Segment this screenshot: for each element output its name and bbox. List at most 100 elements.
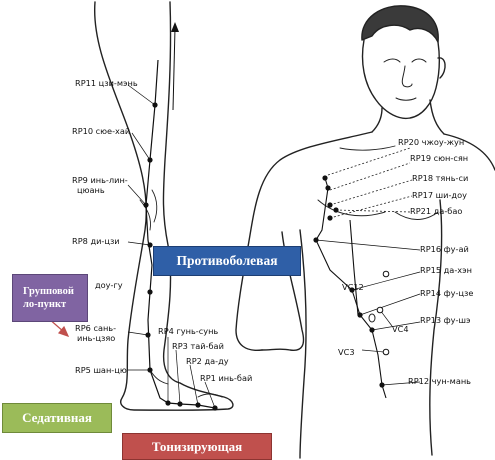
leader-rp12 — [381, 381, 421, 386]
rib-2 — [329, 162, 411, 191]
pectoral-right — [394, 211, 439, 220]
leg-labels: RP11 цзи-мэнь RP10 сюе-хай RP9 инь-лин- … — [72, 78, 252, 383]
point-vc4 — [376, 306, 384, 314]
arrow-head-icon — [171, 22, 179, 32]
leader-rp1 — [204, 381, 216, 409]
torso-right-side — [429, 199, 443, 456]
neck-left — [371, 107, 383, 133]
box-sedativnaya-text: Седативная — [22, 410, 92, 425]
point-rp17 — [327, 215, 333, 221]
label-rp8: RP8 ди-цзи — [72, 236, 120, 246]
rib-5 — [335, 209, 411, 213]
mouth — [395, 97, 417, 101]
point-vc3 — [382, 348, 390, 356]
head-contour — [361, 39, 441, 120]
box-sedativnaya: Седативная — [2, 403, 112, 433]
leader-rp10 — [131, 132, 151, 161]
label-rp3: RP3 тай-бай — [172, 341, 224, 351]
hair — [361, 5, 439, 43]
man-figure — [235, 5, 495, 459]
point-rp14 — [357, 312, 363, 318]
label-rp6a: RP6 сань- — [75, 323, 116, 333]
label-rp18: RP18 тянь-си — [412, 173, 468, 183]
label-rp19: RP19 сюн-сян — [410, 153, 468, 163]
leg-inner-contour — [162, 1, 181, 384]
torso-rib-lines — [327, 147, 413, 219]
torso-labels: RP20 чжоу-жун RP19 сюн-сян RP18 тянь-си … — [338, 137, 473, 386]
point-rp15 — [349, 287, 355, 293]
label-rp9a: RP9 инь-лин- — [72, 175, 128, 185]
eye-left — [383, 58, 401, 63]
leg-leader-lines — [127, 84, 216, 409]
arrow-shaft — [172, 27, 176, 111]
label-rp2: RP2 да-ду — [186, 356, 229, 366]
box-protivobolevaya: Противоболевая — [153, 246, 301, 276]
torso-leader-lines — [315, 239, 421, 386]
point-rp12 — [379, 382, 385, 388]
rib-3 — [329, 179, 413, 206]
vc-point-markers — [376, 270, 390, 356]
point-rp18 — [327, 202, 333, 208]
ear — [437, 57, 446, 79]
point-rp16 — [313, 237, 319, 243]
leader-rp15 — [351, 271, 421, 291]
leg-outer-contour — [93, 1, 234, 411]
box-group-line1: Групповой — [23, 286, 74, 297]
label-vc3: VC3 — [338, 347, 355, 357]
label-rp12: RP12 чун-мань — [408, 376, 471, 386]
box-protivobolevaya-text: Противоболевая — [176, 253, 278, 268]
label-rp7: доу-гу — [95, 280, 123, 290]
label-rp17: RP17 ши-доу — [412, 190, 467, 200]
leader-vc4 — [379, 309, 393, 327]
leader-vc3 — [361, 349, 385, 353]
torso-outline — [235, 131, 373, 352]
torso-point-markers — [313, 175, 385, 388]
label-rp21: RP21 да-бао — [410, 206, 462, 216]
leader-rp6 — [127, 331, 149, 336]
box-toniziruyushchaya: Тонизирующая — [122, 433, 272, 460]
label-rp9b: цюань — [77, 185, 105, 195]
meridian-torso-inner — [349, 219, 359, 316]
leader-rp14 — [359, 293, 421, 316]
label-rp16: RP16 фу-ай — [420, 244, 469, 254]
torso-left-side — [299, 229, 307, 459]
knee-contour — [139, 199, 151, 231]
leader-rp11 — [127, 84, 156, 106]
leader-rp16 — [315, 239, 421, 251]
label-rp5: RP5 шан-цю — [75, 365, 127, 375]
leader-rp8 — [127, 241, 151, 246]
leader-rp9 — [127, 184, 147, 206]
leader-rp13 — [371, 321, 421, 331]
label-rp11: RP11 цзи-мэнь — [75, 78, 138, 88]
label-rp20: RP20 чжоу-жун — [398, 137, 464, 147]
nose — [401, 65, 413, 88]
torso-right — [443, 133, 495, 171]
label-vc4: VC4 — [392, 324, 409, 334]
pectoral-left — [317, 199, 386, 217]
label-rp4: RP4 гунь-сунь — [158, 326, 218, 336]
point-rp13 — [369, 327, 375, 333]
point-rp21 — [333, 207, 339, 213]
arrow-group-head-icon — [57, 325, 70, 337]
point-rp19 — [325, 185, 331, 191]
label-rp6b: инь-цзяо — [77, 333, 115, 343]
eye-right — [411, 58, 427, 63]
label-rp1: RP1 инь-бай — [200, 373, 252, 383]
box-toniziruyushchaya-text: Тонизирующая — [151, 438, 243, 454]
box-group-line2: ло-пункт — [23, 299, 67, 310]
label-rp13: RP13 фу-шэ — [420, 315, 470, 325]
point-rp7 — [147, 289, 153, 295]
point-vc12 — [382, 270, 390, 278]
clavicle — [339, 145, 396, 151]
neck-right — [429, 99, 445, 135]
label-rp15: RP15 да-хэн — [420, 265, 472, 275]
leader-rp3 — [175, 349, 181, 405]
leader-rp2 — [189, 364, 199, 406]
leg-direction-arrow — [171, 22, 179, 111]
label-rp10: RP10 сюе-хай — [72, 126, 130, 136]
navel — [368, 313, 376, 323]
label-vc12: VC12 — [342, 282, 364, 292]
label-rp14: RP14 фу-цзе — [420, 288, 473, 298]
knee-fold — [151, 189, 158, 223]
